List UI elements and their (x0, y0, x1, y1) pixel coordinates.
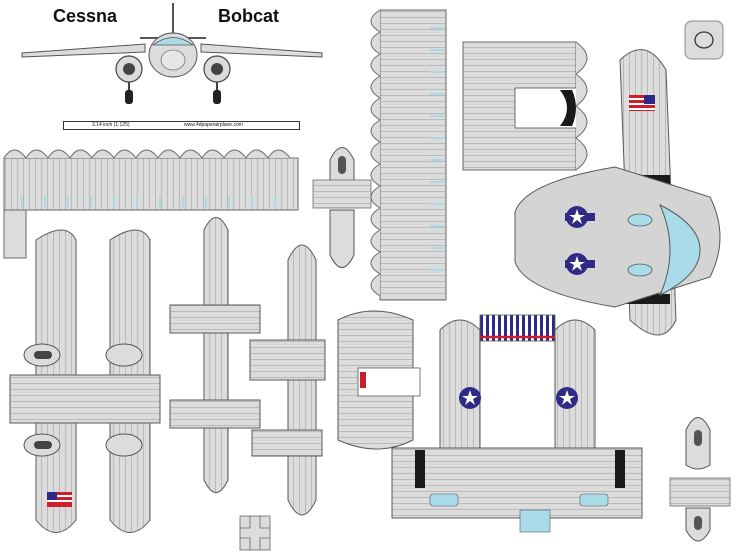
stand-icon (239, 515, 271, 551)
stabilizer-cross (169, 217, 326, 516)
tail-section (337, 310, 421, 450)
us-star-insignia-icon (565, 206, 595, 275)
stand-icon (684, 20, 724, 60)
engine-nacelle-icon (669, 417, 731, 542)
fuselage-cutout (462, 41, 588, 171)
scale-url: www.4dpaperairplane.com (184, 122, 243, 128)
usa-flag-icon (629, 95, 655, 111)
scale-bar: 3.14 inch (1:125) www.4dpaperairplane.co… (63, 121, 300, 130)
vertical-rib-strip (370, 9, 447, 301)
title-right: Bobcat (218, 6, 280, 26)
main-wing-right (514, 49, 721, 336)
front-view-icon (21, 3, 323, 104)
horizontal-rib-strip (3, 149, 299, 259)
fuselage-main (391, 314, 643, 533)
engine-nacelle-icon (312, 147, 372, 268)
title-left: Cessna (53, 6, 118, 26)
scale-label: 3.14 inch (1:125) (92, 122, 130, 128)
left-wing-pair (9, 229, 161, 533)
